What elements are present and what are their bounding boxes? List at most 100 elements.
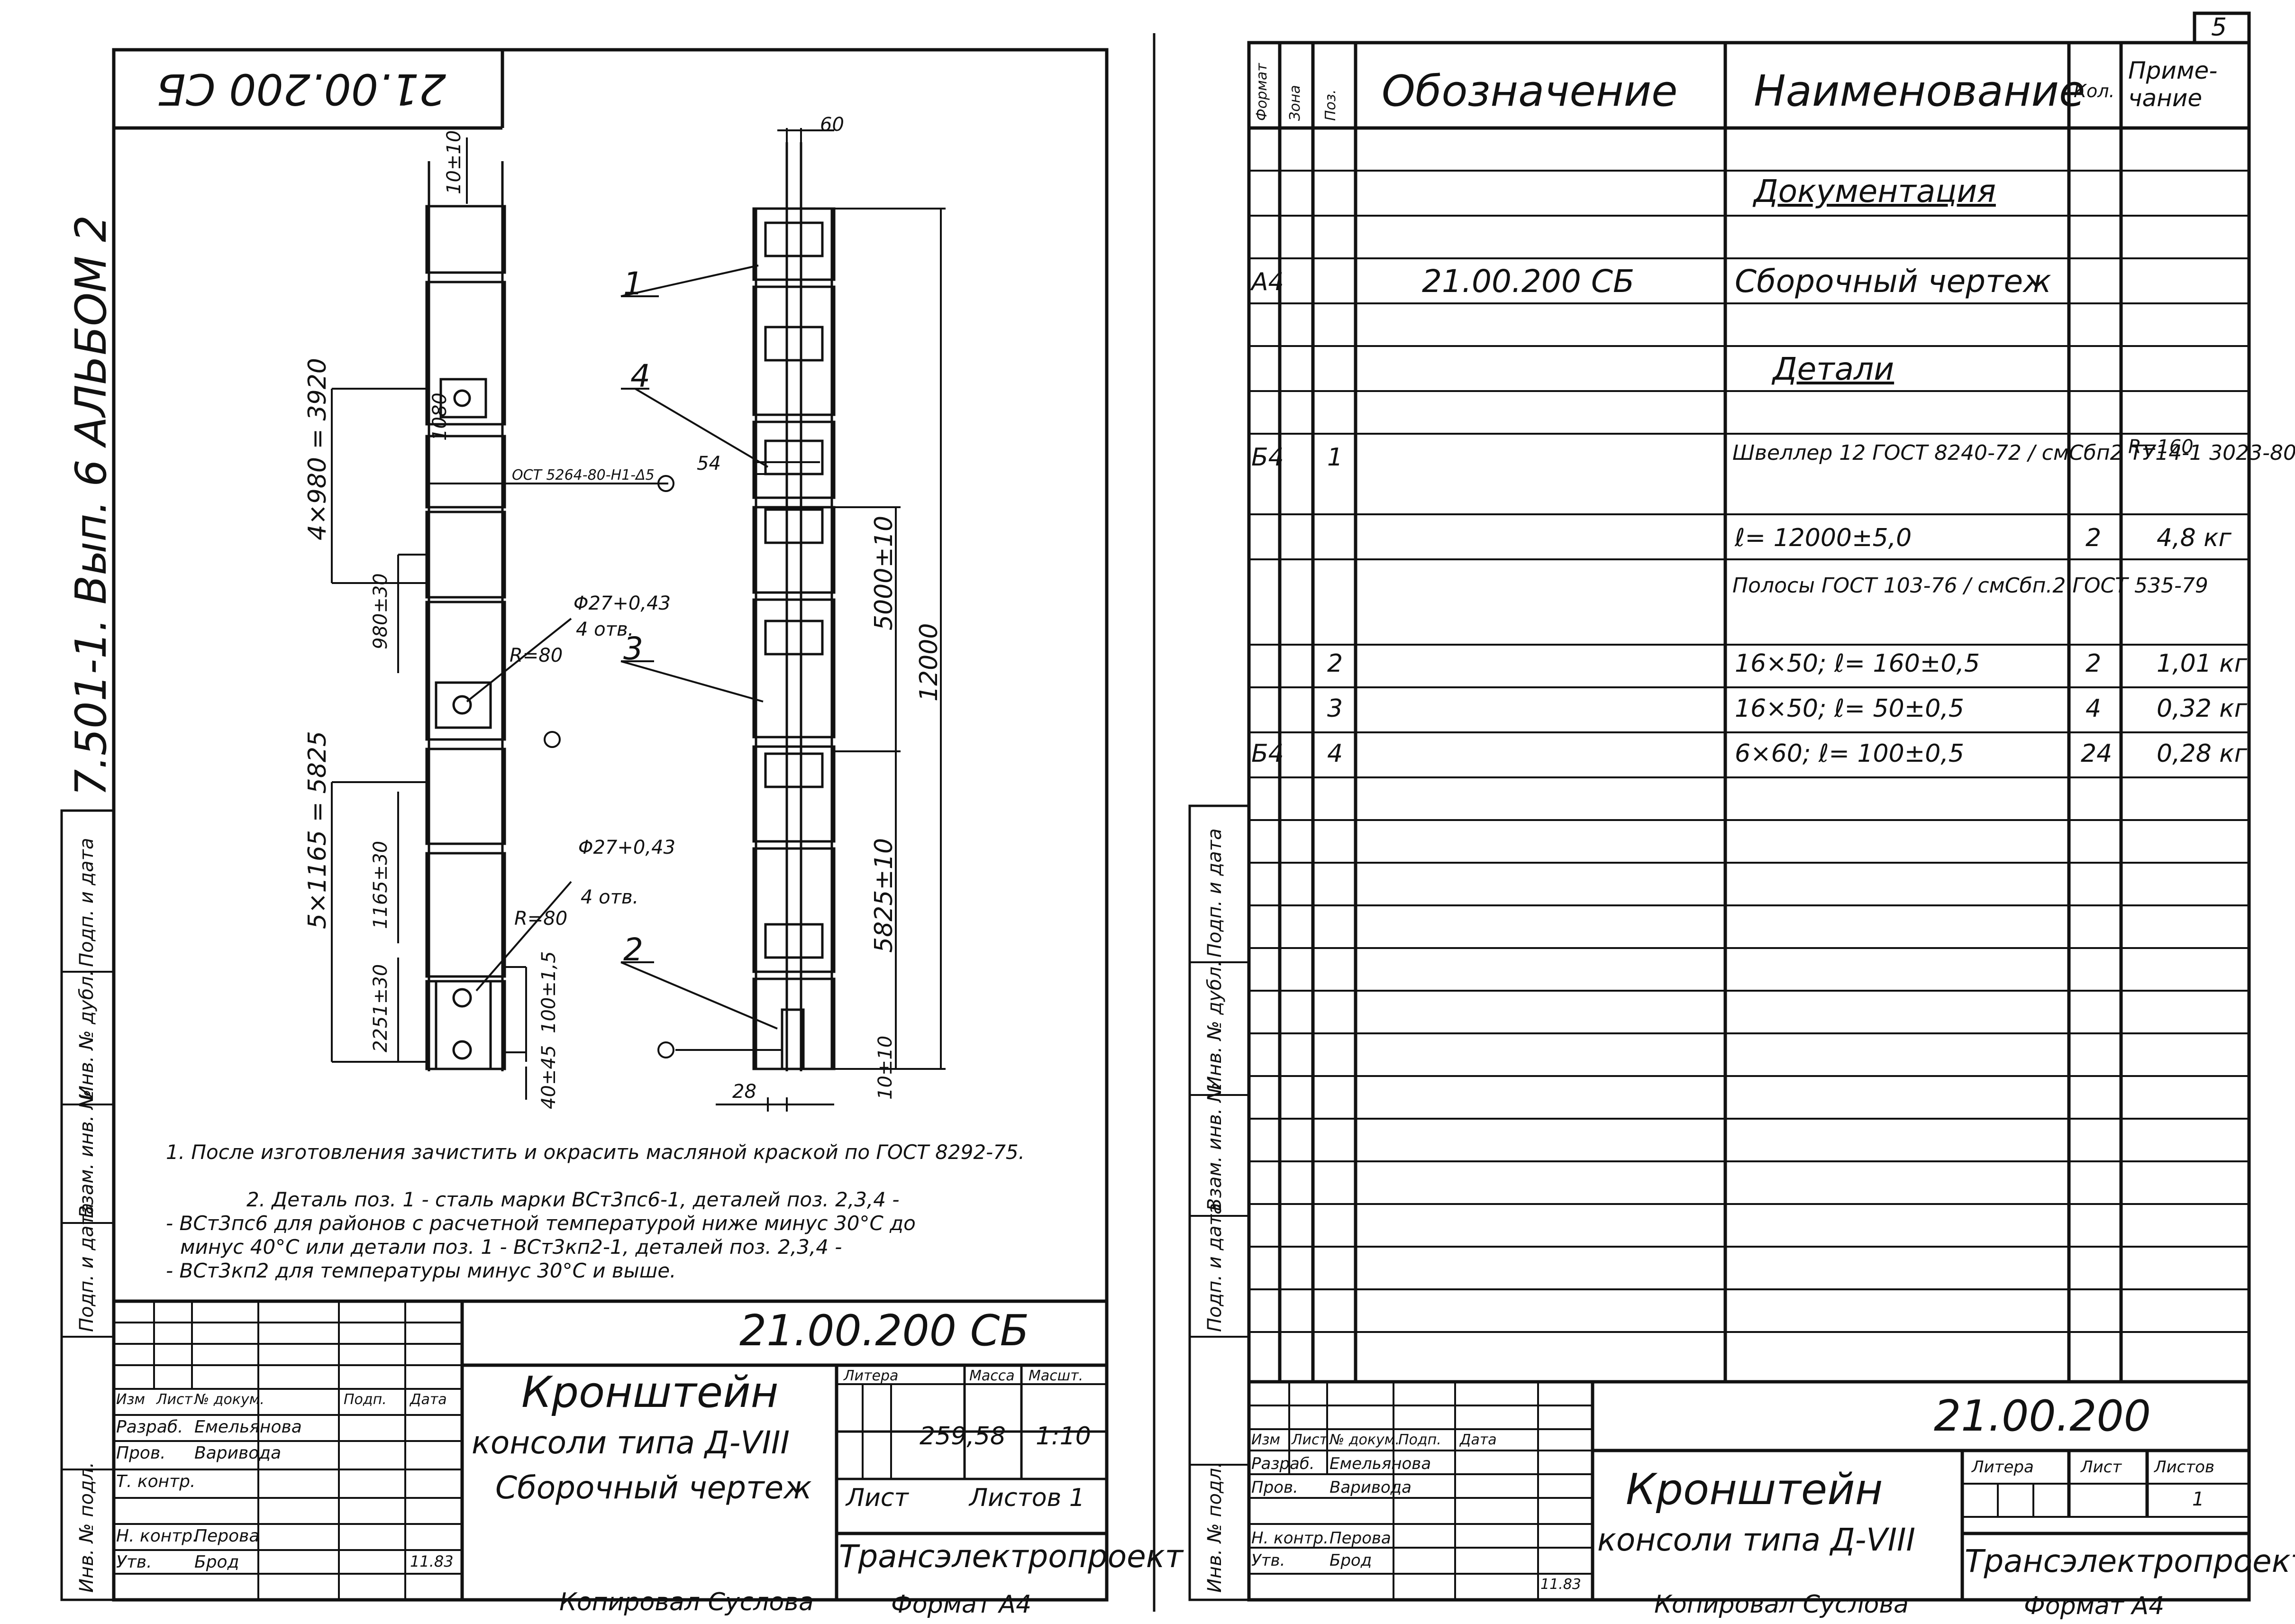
right-role-approved: Утв. — [1251, 1551, 1285, 1570]
note-2: 2. Деталь поз. 1 - сталь марки ВСт3пс6-1… — [246, 1188, 900, 1211]
left-name-norm-control: Перова — [194, 1526, 260, 1546]
hole-count-1: 4 отв. — [576, 619, 634, 640]
right-name-norm-control: Перова — [1330, 1529, 1391, 1548]
spec-section-documentation: Документация — [1754, 173, 1996, 210]
spec-row-format-3: Б4 — [1251, 443, 1284, 472]
dim-5825: 5825±10 — [870, 838, 898, 953]
left-header-date: Дата — [410, 1391, 447, 1408]
hole-dimension-1: Φ27+0,43 — [574, 593, 671, 614]
right-side-field-1: Подп. и дата — [1204, 828, 1226, 958]
left-side-field-5: Инв. № подл. — [76, 1462, 98, 1593]
right-header-sign: Подп. — [1398, 1432, 1441, 1448]
dim-spacing-5x: 5×1165 = 5825 — [303, 731, 332, 929]
left-mass-label: Масса — [969, 1368, 1015, 1384]
right-header-date: Дата — [1460, 1432, 1497, 1448]
right-side-field-4: Подп. и дата — [1204, 1203, 1226, 1332]
hole-count-2: 4 отв. — [581, 886, 639, 908]
right-name-developer: Емельянова — [1330, 1454, 1431, 1473]
left-header-izm: Изм — [116, 1391, 146, 1408]
dim-40: 40±45 — [538, 1045, 560, 1109]
left-name-checker: Варивода — [194, 1443, 282, 1463]
position-callout-1: 1 — [623, 265, 643, 302]
right-name-checker: Варивода — [1330, 1478, 1412, 1497]
left-scale-value: 1:10 — [1036, 1422, 1091, 1451]
right-role-norm-control: Н. контр. — [1251, 1529, 1329, 1548]
spec-row-name-6: 16×50; ℓ= 160±0,5 — [1735, 649, 1980, 678]
right-title-line1: Кронштейн — [1626, 1465, 1883, 1515]
note-3: - ВСт3пс6 для районов с расчетной темпер… — [166, 1212, 916, 1235]
left-mass-value: 259,58 — [920, 1422, 1006, 1451]
note-4: минус 40°С или детали поз. 1 - ВСт3кп2-1… — [180, 1235, 842, 1259]
position-callout-3: 3 — [623, 630, 643, 667]
left-title-line1: Кронштейн — [521, 1368, 779, 1417]
left-header-docnum: № докум. — [194, 1391, 264, 1408]
left-title-line3: Сборочный чертеж — [495, 1469, 812, 1506]
left-side-field-2: Инв. № дубл. — [76, 970, 98, 1100]
left-side-field-4: Подп. и дата — [76, 1203, 98, 1332]
radius-2: R=80 — [514, 908, 568, 930]
right-role-developer: Разраб. — [1251, 1454, 1315, 1473]
spec-header-pos: Поз. — [1322, 89, 1339, 121]
left-sheet-label: Лист — [846, 1484, 909, 1512]
spec-row-note-8: 0,28 кг — [2157, 739, 2248, 768]
spec-row-name-3: Швеллер 12 ГОСТ 8240-72 / смСбп2 ТУ14-1 … — [1732, 441, 2295, 465]
left-name-developer: Емельянова — [194, 1417, 302, 1437]
hole-dimension-2: Φ27+0,43 — [578, 837, 675, 858]
spec-row-format-1: А4 — [1251, 268, 1284, 296]
corner-stamp: 21.00.200 СБ — [156, 64, 446, 114]
left-footer-format: Формат А4 — [891, 1590, 1032, 1619]
spec-row-format-8: Б4 — [1251, 739, 1284, 768]
spec-row-name-8: 6×60; ℓ= 100±0,5 — [1735, 739, 1964, 768]
right-role-checker: Пров. — [1251, 1478, 1298, 1497]
ost-reference: ОСТ 5264-80-Н1-Δ5 — [512, 467, 655, 484]
right-date-approved: 11.83 — [1540, 1576, 1581, 1593]
left-organization: Трансэлектропроект — [839, 1538, 1184, 1575]
right-header-list: Лист — [1292, 1432, 1328, 1448]
dim-spacing-4x: 4×980 = 3920 — [303, 358, 332, 540]
dim-12000: 12000 — [915, 623, 943, 702]
left-doc-code: 21.00.200 СБ — [739, 1306, 1029, 1356]
left-role-developer: Разраб. — [116, 1417, 183, 1437]
spec-header-name: Наименование — [1754, 66, 2086, 116]
album-side-title: 7.501-1. Вып. 6 АЛЬБОМ 2 — [66, 215, 116, 796]
left-role-approved: Утв. — [116, 1552, 152, 1572]
spec-header-zone: Зона — [1287, 85, 1303, 121]
dim-5000: 5000±10 — [870, 515, 898, 630]
spec-row-name-5: Полосы ГОСТ 103-76 / смСбп.2 ГОСТ 535-79 — [1732, 574, 2208, 598]
position-callout-2: 2 — [623, 931, 643, 968]
left-header-sign: Подп. — [344, 1391, 387, 1408]
left-litera-label: Литера — [844, 1368, 899, 1384]
left-side-field-3: Взам. инв. № — [76, 1089, 98, 1218]
left-role-norm-control: Н. контр. — [116, 1526, 198, 1546]
spec-row-note-3: R=160 — [2128, 436, 2194, 458]
right-side-field-2: Инв. № дубл. — [1204, 960, 1226, 1090]
spec-row-qty-7: 4 — [2086, 694, 2102, 723]
note-5: - ВСт3кп2 для температуры минус 30°С и в… — [166, 1259, 676, 1282]
right-litera-label: Литера — [1972, 1458, 2034, 1477]
right-footer-format: Формат А4 — [2024, 1592, 2165, 1620]
right-organization: Трансэлектропроект — [1965, 1543, 2295, 1579]
spec-row-name-4: ℓ= 12000±5,0 — [1735, 524, 1912, 552]
spec-row-note-6: 1,01 кг — [2157, 649, 2248, 678]
note-1: 1. После изготовления зачистить и окраси… — [166, 1140, 1025, 1164]
radius-1: R=80 — [510, 645, 563, 666]
right-sheet-label: Лист — [2081, 1458, 2122, 1477]
dim-1080: 1080 — [429, 392, 451, 441]
left-header-list: Лист — [156, 1391, 193, 1408]
right-side-field-3: Взам. инв. № — [1204, 1082, 1226, 1211]
right-sheets-label: Листов — [2154, 1458, 2215, 1477]
left-role-checker: Пров. — [116, 1443, 166, 1463]
spec-header-format: Формат — [1254, 63, 1270, 121]
left-footer-copied: Копировал Суслова — [559, 1588, 814, 1616]
right-title-line2: консоли типа Д-VIII — [1597, 1522, 1915, 1558]
spec-row-note-7: 0,32 кг — [2157, 694, 2248, 723]
spec-row-name-7: 16×50; ℓ= 50±0,5 — [1735, 694, 1964, 723]
right-header-docnum: № докум. — [1330, 1432, 1400, 1448]
right-name-approved: Брод — [1330, 1551, 1372, 1570]
page-number: 5 — [2211, 13, 2227, 42]
spec-header-designation: Обозначение — [1382, 66, 1678, 116]
spec-row-qty-4: 2 — [2086, 524, 2102, 552]
dim-100: 100±1,5 — [538, 951, 560, 1033]
dim-1165: 1165±30 — [370, 840, 392, 929]
